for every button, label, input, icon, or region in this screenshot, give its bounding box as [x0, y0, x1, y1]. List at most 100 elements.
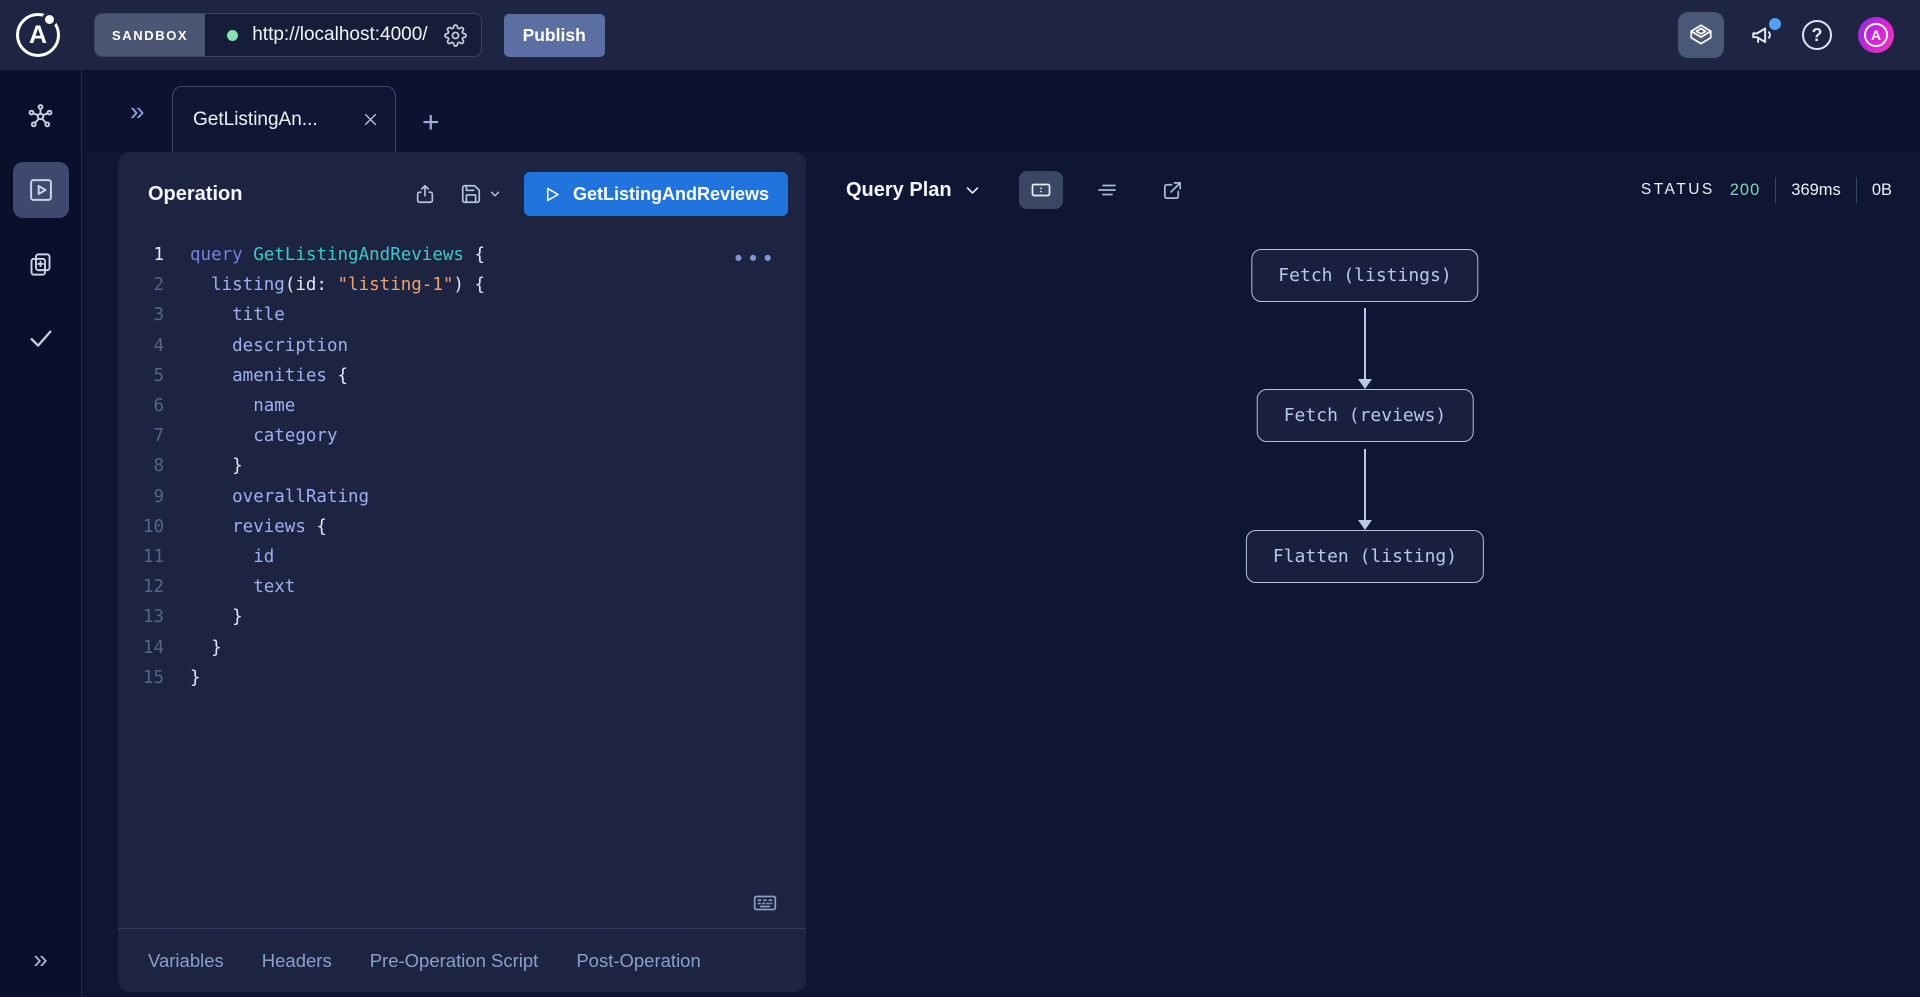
divider [1775, 177, 1777, 203]
response-duration: 369ms [1791, 180, 1841, 199]
more-options-ellipsis[interactable]: ••• [732, 247, 776, 271]
add-tab-button[interactable]: + [422, 106, 440, 139]
response-view-dropdown[interactable]: Query Plan [846, 179, 981, 202]
schema-graph-icon[interactable] [13, 88, 69, 144]
apollo-logo-letter: A [28, 20, 48, 49]
top-bar: A SANDBOX http://localhost:4000/ Publish [0, 0, 1920, 70]
line-content: name [253, 396, 296, 417]
footer-tab-post-operation[interactable]: Post-Operation [576, 949, 701, 971]
explorer-play-icon[interactable] [12, 162, 69, 218]
line-content: } [190, 667, 201, 688]
gear-icon[interactable] [443, 23, 467, 47]
topbar-right-group: ? A [1678, 12, 1894, 58]
apollo-logo: A [16, 12, 60, 57]
double-chevron-icon: » [33, 944, 48, 974]
operation-toolbar [414, 183, 502, 205]
response-size: 0B [1871, 180, 1892, 199]
line-content: } [232, 456, 243, 477]
plan-arrow [1358, 308, 1372, 389]
avatar-letter: A [1864, 23, 1888, 47]
operation-title: Operation [148, 182, 243, 205]
status-label: STATUS [1640, 181, 1715, 198]
chevron-down-icon [488, 187, 502, 201]
code-line[interactable]: 15} [118, 663, 806, 693]
diagram-view-icon[interactable] [1018, 171, 1063, 209]
changelog-icon[interactable] [13, 236, 69, 292]
line-number: 10 [142, 516, 164, 537]
code-line[interactable]: 10 reviews { [118, 512, 806, 542]
endpoint-bar[interactable]: SANDBOX http://localhost:4000/ [94, 13, 482, 57]
collapse-tabs-chevrons[interactable]: » [130, 96, 145, 126]
footer-tab-pre-operation-script[interactable]: Pre-Operation Script [369, 949, 539, 971]
sidebar-expand-chevrons[interactable]: » [0, 944, 81, 975]
line-number: 3 [153, 305, 164, 326]
line-number: 6 [153, 396, 164, 417]
sandbox-badge: SANDBOX [95, 14, 206, 56]
save-dropdown[interactable] [460, 183, 502, 205]
left-sidebar: » [0, 70, 82, 997]
code-line[interactable]: 14} [118, 633, 806, 663]
connection-status-dot [227, 29, 239, 41]
code-line[interactable]: 13} [118, 602, 806, 632]
play-icon [543, 185, 562, 204]
query-plan-header: Query Plan [806, 152, 1920, 228]
line-content: amenities { [232, 365, 349, 386]
footer-tab-headers[interactable]: Headers [261, 949, 332, 971]
graphos-cube-icon[interactable] [1678, 12, 1724, 58]
text-view-icon[interactable] [1085, 171, 1129, 209]
announcements-megaphone-icon[interactable] [1750, 18, 1781, 48]
line-number: 12 [142, 577, 164, 598]
operation-footer-tabs: Variables Headers Pre-Operation Script Post… [118, 928, 806, 992]
code-line[interactable]: 6 name [118, 391, 806, 421]
code-line[interactable]: 7 category [118, 421, 806, 451]
line-number: 7 [153, 426, 164, 447]
endpoint-url[interactable]: http://localhost:4000/ [252, 24, 428, 45]
line-number: 8 [153, 456, 164, 477]
line-number: 9 [153, 486, 164, 507]
share-icon[interactable] [414, 183, 436, 205]
help-icon[interactable]: ? [1802, 20, 1832, 50]
code-line[interactable]: 5 amenities { [118, 361, 806, 391]
line-number: 15 [142, 667, 164, 688]
footer-tab-variables[interactable]: Variables [148, 949, 224, 971]
tab-row: » GetListingAn... + [82, 70, 1920, 152]
plan-node-fetch-listings[interactable]: Fetch (listings) [1251, 249, 1479, 302]
line-content: category [253, 426, 338, 447]
plan-node-flatten-listing[interactable]: Flatten (listing) [1245, 530, 1485, 583]
status-code: 200 [1729, 180, 1761, 199]
line-number: 5 [153, 365, 164, 386]
response-status-bar: STATUS 200 369ms 0B [1641, 177, 1892, 203]
chevron-down-icon [966, 186, 978, 194]
avatar[interactable]: A [1858, 17, 1894, 53]
line-number: 14 [142, 637, 164, 658]
line-content: listing(id: "listing-1") { [211, 275, 486, 296]
run-operation-button[interactable]: GetListingAndReviews [523, 172, 788, 216]
tab-label: GetListingAn... [193, 108, 318, 130]
line-content: } [232, 607, 243, 628]
line-content: description [232, 335, 349, 356]
code-line[interactable]: 8} [118, 451, 806, 481]
tab-getlistingandreviews[interactable]: GetListingAn... [172, 86, 396, 152]
line-content: } [211, 637, 222, 658]
keyboard-shortcuts-icon[interactable] [752, 890, 778, 916]
close-icon[interactable] [362, 111, 379, 128]
workspace: Operation [82, 152, 1920, 997]
main-content: » GetListingAn... + Operation [82, 70, 1920, 997]
line-content: reviews { [232, 516, 327, 537]
checks-icon[interactable] [13, 310, 69, 366]
line-content: id [253, 547, 275, 568]
open-external-icon[interactable] [1151, 171, 1195, 209]
publish-button[interactable]: Publish [503, 13, 605, 57]
plan-node-fetch-reviews[interactable]: Fetch (reviews) [1256, 389, 1474, 442]
notification-dot [1769, 18, 1781, 30]
line-number: 13 [142, 607, 164, 628]
